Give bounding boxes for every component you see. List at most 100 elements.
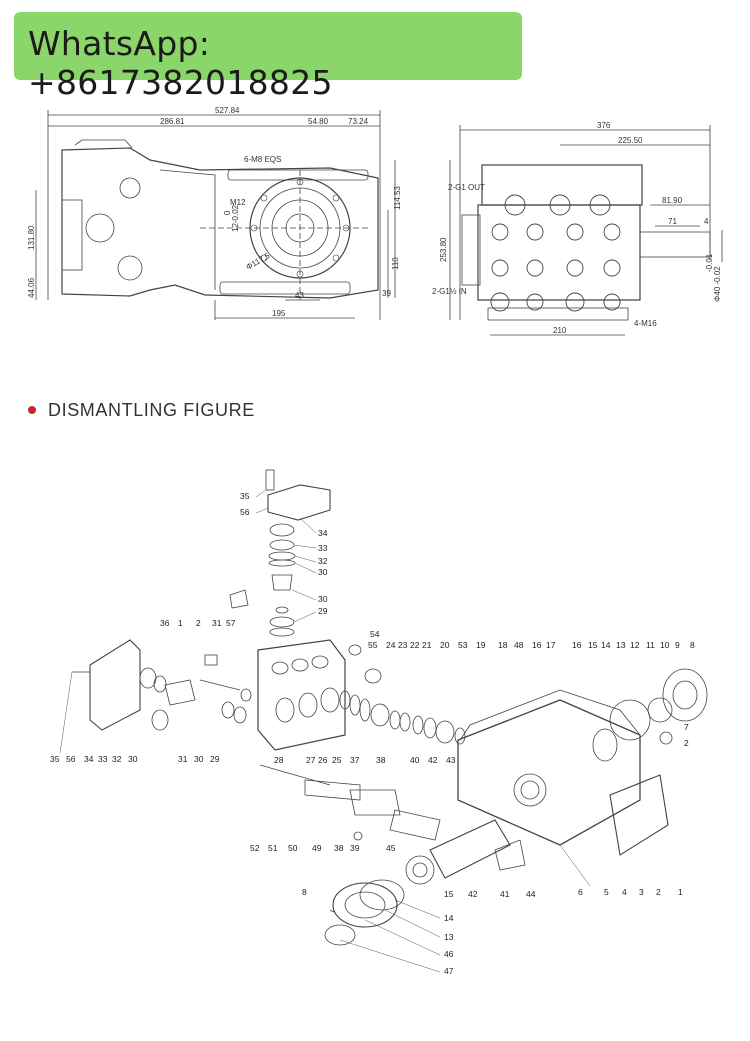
part-label: 13: [444, 932, 454, 942]
dim-m12: M12: [230, 198, 246, 207]
exploded-view-drawing: [72, 469, 708, 946]
part-label: 30: [128, 754, 138, 764]
part-label: 29: [210, 754, 220, 764]
part-label: 6: [578, 887, 583, 897]
part-label: 56: [240, 507, 250, 517]
part-label: 15: [444, 889, 454, 899]
dim-zero: 0: [223, 210, 232, 215]
part-label: 56: [66, 754, 76, 764]
dim-225: 225.50: [618, 136, 643, 145]
dim-286: 286.81: [160, 117, 185, 126]
part-label: 22: [410, 640, 420, 650]
part-label: 1: [678, 887, 683, 897]
part-label: 50: [288, 843, 298, 853]
part-label: 24: [386, 640, 396, 650]
dim-tol-01: -0.01: [705, 253, 714, 272]
part-label: 33: [318, 543, 328, 553]
part-label: 37: [350, 755, 360, 765]
part-label: 42: [468, 889, 478, 899]
part-label: 38: [334, 843, 344, 853]
whatsapp-text: WhatsApp: +8617382018825: [28, 24, 333, 102]
part-label: 27: [306, 755, 316, 765]
part-label: 29: [318, 606, 328, 616]
front-view-drawing: [449, 125, 723, 336]
part-label: 28: [274, 755, 284, 765]
dim-shaft-dia: Φ40 -0.02: [713, 266, 722, 302]
part-label: 8: [690, 640, 695, 650]
part-label: 30: [318, 567, 328, 577]
part-label: 8: [302, 887, 307, 897]
part-label: 9: [675, 640, 680, 650]
part-label: 53: [458, 640, 468, 650]
part-label: 20: [440, 640, 450, 650]
dim-131: 131.80: [27, 225, 36, 250]
part-label: 40: [410, 755, 420, 765]
whatsapp-banner: WhatsApp: +8617382018825: [14, 12, 522, 102]
part-label: 34: [84, 754, 94, 764]
part-label: 2: [656, 887, 661, 897]
part-label: 43: [446, 755, 456, 765]
part-label: 31: [178, 754, 188, 764]
part-label: 15: [588, 640, 598, 650]
part-label: 48: [514, 640, 524, 650]
side-view-dimensions: 527.84 286.81 54.80 73.24 6-M8 EQS M12 1…: [27, 106, 402, 318]
side-view-drawing: [35, 110, 396, 320]
part-label: 49: [312, 843, 322, 853]
part-label: 2: [684, 738, 689, 748]
part-label: 30: [318, 594, 328, 604]
part-label: 1: [178, 618, 183, 628]
part-label: 35: [240, 491, 250, 501]
dim-inlet: 2-G1½ IN: [432, 287, 467, 296]
part-label: 46: [444, 949, 454, 959]
part-label: 17: [546, 640, 556, 650]
part-label: 38: [376, 755, 386, 765]
dim-4: 4: [704, 217, 709, 226]
part-label: 12: [630, 640, 640, 650]
part-label: 10: [660, 640, 670, 650]
section-title: DISMANTLING FIGURE: [48, 400, 255, 420]
part-label: 26: [318, 755, 328, 765]
dim-diameter: Φ117.5: [245, 251, 272, 272]
part-label: 13: [616, 640, 626, 650]
part-label: 16: [572, 640, 582, 650]
part-label: 32: [318, 556, 328, 566]
part-label: 30: [194, 754, 204, 764]
part-label: 7: [684, 722, 689, 732]
part-label: 18: [498, 640, 508, 650]
dim-43: 43: [295, 291, 304, 300]
dim-44: 44.06: [27, 277, 36, 298]
part-label: 39: [350, 843, 360, 853]
part-label: 23: [398, 640, 408, 650]
dim-71: 71: [668, 217, 677, 226]
dim-73: 73.24: [348, 117, 369, 126]
part-label: 21: [422, 640, 432, 650]
part-label: 35: [50, 754, 60, 764]
part-label: 19: [476, 640, 486, 650]
part-label: 52: [250, 843, 260, 853]
part-label: 11: [646, 640, 655, 650]
leader-lines: [59, 489, 591, 973]
part-label: 57: [226, 618, 236, 628]
dim-tolerance: 12-0.02: [231, 204, 240, 232]
part-label: 47: [444, 966, 454, 976]
dim-54: 54.80: [308, 117, 329, 126]
dim-376: 376: [597, 121, 611, 130]
part-label: 5: [604, 887, 609, 897]
part-label: 54: [370, 629, 380, 639]
dim-195: 195: [272, 309, 286, 318]
dim-110: 110: [391, 257, 400, 270]
part-label: 14: [601, 640, 611, 650]
dim-39: 39: [382, 289, 391, 298]
part-label: 4: [622, 887, 627, 897]
part-label: 2: [196, 618, 201, 628]
part-label: 34: [318, 528, 328, 538]
part-label: 41: [500, 889, 510, 899]
dim-253: 253.80: [439, 237, 448, 262]
part-label: 14: [444, 913, 454, 923]
part-label: 44: [526, 889, 536, 899]
part-label: 32: [112, 754, 122, 764]
part-label: 45: [386, 843, 396, 853]
dim-m16: 4-M16: [634, 319, 657, 328]
part-label: 16: [532, 640, 542, 650]
